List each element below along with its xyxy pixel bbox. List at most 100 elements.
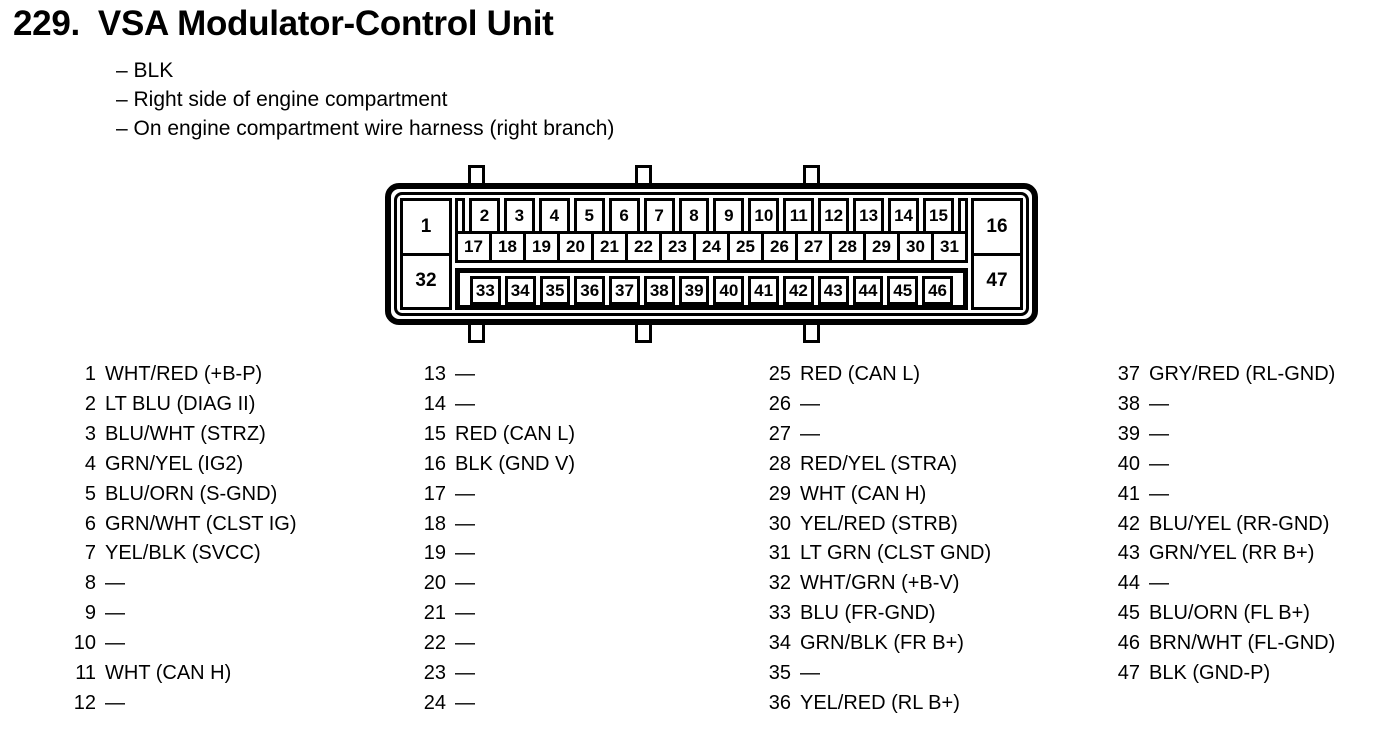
pin-row: 27— [753,420,991,450]
mount-tab-icon [803,320,820,343]
pin-number: 40 [1117,452,1140,475]
pin-number: 4 [84,452,96,475]
blank-cell [455,198,465,234]
pin-number: 33 [768,602,791,625]
pin-number: 12 [73,691,96,714]
pin-description: — [455,691,475,714]
pin-number: 16 [423,452,446,475]
pin-description: WHT/GRN (+B-V) [800,572,960,595]
connector-right-column: 16 47 [971,198,1023,310]
pin-cell-23: 23 [659,231,696,263]
pin-description: — [455,512,475,535]
pin-description: — [455,482,475,505]
pin-number: 17 [423,482,446,505]
pin-row: 40— [1102,450,1335,480]
pin-description: BLK (GND-P) [1149,661,1271,684]
pin-cell-44: 44 [852,276,884,305]
pin-number: 28 [768,452,791,475]
pin-description: YEL/RED (RL B+) [800,691,960,714]
pin-row: 24 — [408,688,575,718]
pin-description: — [105,691,125,714]
pin-row: 41— [1102,479,1335,509]
pin-row: 26— [753,390,991,420]
pin-cell-27: 27 [795,231,832,263]
pin-cell-40: 40 [713,276,745,305]
pin-cell-34: 34 [504,276,536,305]
pin-cell-43: 43 [817,276,849,305]
pin-cell-35: 35 [539,276,571,305]
pin-description: — [1149,572,1169,595]
pin-number: 39 [1117,423,1140,446]
pin-description: WHT (CAN H) [800,482,927,505]
pin-description: GRN/WHT (CLST IG) [105,512,297,535]
pin-description: BLU (FR-GND) [800,602,936,625]
pin-cell-4: 4 [538,198,570,234]
pin-cell-14: 14 [888,198,919,234]
pin-row: 17 — [408,479,575,509]
pin-cell-39: 39 [678,276,710,305]
mount-tab-icon [468,165,485,188]
pin-description: — [1149,482,1169,505]
pin-description: BLU/ORN (FL B+) [1149,602,1310,625]
pin-description: LT GRN (CLST GND) [800,542,992,565]
pin-cell-26: 26 [761,231,798,263]
section-title: VSA Modulator-Control Unit [97,4,554,43]
pin-cell-18: 18 [489,231,526,263]
note-line: – Right side of engine compartment [116,88,448,111]
pin-number: 15 [423,423,446,446]
pin-row: 19— [408,539,575,569]
pin-description: YEL/BLK (SVCC) [105,542,261,565]
pin-description: — [455,661,475,684]
pin-row: 10— [58,629,296,659]
pin-number: 6 [84,512,96,535]
pin-row: 20— [408,569,575,599]
pin-number: 18 [423,512,446,535]
pin-description: GRN/YEL (IG2) [105,452,244,475]
pin-cell-28: 28 [829,231,866,263]
pin-number: 21 [423,602,446,625]
pin-cell-11: 11 [783,198,815,234]
pin-number: 25 [768,363,791,386]
pin-row: 23— [408,658,575,688]
pin-number: 38 [1117,393,1140,416]
pin-cell-32: 32 [400,252,452,310]
pin-description: — [105,602,125,625]
pin-number: 30 [768,512,791,535]
pin-description: — [800,661,820,684]
pin-number: 1 [84,363,96,386]
pin-description: — [800,423,820,446]
pin-number: 8 [84,572,96,595]
pin-description: BLU/ORN (S-GND) [105,482,278,505]
pin-cell-45: 45 [887,276,919,305]
pin-row: 44— [1102,569,1335,599]
pin-row: 4 GRN/YEL (IG2) [58,450,296,480]
pin-number: 10 [73,632,96,655]
pin-cell-5: 5 [573,198,605,234]
pin-number: 37 [1117,363,1140,386]
pin-number: 24 [423,691,446,714]
pin-cell-8: 8 [678,198,710,234]
pin-cell-38: 38 [643,276,675,305]
pin-number: 7 [84,542,96,565]
pin-cell-3: 3 [503,198,535,234]
pin-description: BLU/YEL (RR-GND) [1149,512,1330,535]
pin-number: 9 [84,602,96,625]
pin-description: GRY/RED (RL-GND) [1149,363,1336,386]
pin-number: 26 [768,393,791,416]
pin-number: 20 [423,572,446,595]
pin-row: 35— [753,658,991,688]
pin-number: 22 [423,632,446,655]
